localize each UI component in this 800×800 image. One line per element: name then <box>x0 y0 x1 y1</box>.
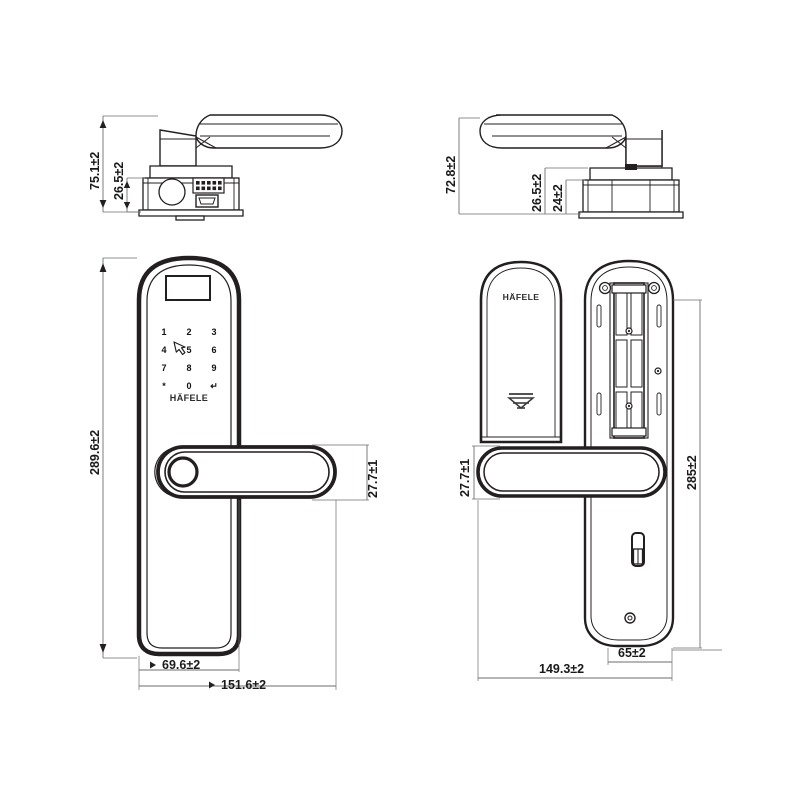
dimension-27-7-rear: 27.7±1 <box>458 445 500 500</box>
keypad-key-2[interactable]: 2 <box>186 327 191 337</box>
dimension-label-26-5-front: 26.5±2 <box>112 162 126 200</box>
view-rear-mechanism-panel: 27.7±1 285±2 65±2 149.3±2 <box>458 259 722 681</box>
rear-escutcheon-base <box>578 167 684 219</box>
dimension-label-72-8: 72.8±2 <box>444 156 458 194</box>
display-window <box>165 275 211 301</box>
dimension-26-5-front: 26.5±2 <box>112 162 145 213</box>
battery-screw-holes <box>625 327 662 410</box>
keypad-key-5[interactable]: 5 <box>186 345 191 355</box>
battery-compartment-outer <box>609 282 649 439</box>
view-front-panel-elevation: 1 2 3 4 5 6 7 8 9 * 0 ↵ HÄFELE <box>88 255 380 692</box>
keypad-key-9[interactable]: 9 <box>211 363 216 373</box>
dimension-label-26-5-rear: 26.5±2 <box>530 174 544 212</box>
rear-lever-handle-elevation <box>476 446 667 498</box>
dimension-label-149-3: 149.3±2 <box>539 662 584 676</box>
view-top-right-rear-handle-profile: 72.8±2 26.5±2 24±2 <box>444 114 684 219</box>
dimension-label-24: 24±2 <box>551 184 565 212</box>
dimension-289-6: 289.6±2 <box>88 257 137 659</box>
dimension-label-27-7-rear: 27.7±1 <box>458 459 472 497</box>
lever-handle-detail-lines <box>160 123 338 149</box>
keypad-key-star[interactable]: * <box>162 381 166 391</box>
front-panel-logo: HÄFELE <box>170 393 208 403</box>
dimension-27-7-front: 27.7±1 <box>312 444 380 501</box>
rear-panel-side-slots <box>596 304 662 416</box>
dimension-65: 65±2 <box>607 646 722 665</box>
dimension-72-8: 72.8±2 <box>444 117 581 215</box>
rear-panel-fixing-screws <box>598 281 661 295</box>
dimension-label-75-1: 75.1±2 <box>88 152 102 190</box>
rear-spindle-tab <box>625 164 637 170</box>
keypad-key-7[interactable]: 7 <box>161 363 166 373</box>
dimension-149-3: 149.3±2 <box>477 500 673 681</box>
screw-hole <box>624 612 636 624</box>
cylinder-boss-circle <box>158 178 186 206</box>
front-panel-logo-text: HÄFELE <box>170 393 208 403</box>
keypad-key-enter[interactable]: ↵ <box>210 381 218 391</box>
dimension-151-6: 151.6±2 <box>138 500 337 692</box>
front-lever-handle <box>154 445 337 499</box>
dimension-label-27-7-front: 27.7±1 <box>366 460 380 498</box>
dimension-label-151-6: 151.6±2 <box>221 678 266 692</box>
dimension-285: 285±2 <box>673 299 702 649</box>
lever-handle-outline <box>159 114 343 167</box>
battery-contacts <box>611 284 647 437</box>
keypad-key-6[interactable]: 6 <box>211 345 216 355</box>
keypad-key-4[interactable]: 4 <box>161 345 166 355</box>
dimension-label-285: 285±2 <box>685 455 699 490</box>
dimension-label-289-6: 289.6±2 <box>88 430 102 475</box>
escutcheon-base-block <box>138 165 244 221</box>
rear-escutcheon-detail <box>583 180 679 212</box>
rear-cover-logo-text: HÄFELE <box>503 292 540 302</box>
rear-cover-inner <box>486 267 556 438</box>
view-rear-cover-plate: HÄFELE <box>479 260 563 444</box>
keypad-key-8[interactable]: 8 <box>186 363 191 373</box>
dimension-label-65: 65±2 <box>618 646 646 660</box>
dimension-69-6: 69.6±2 <box>138 500 240 672</box>
keypad-key-3[interactable]: 3 <box>211 327 216 337</box>
dimension-24: 24±2 <box>551 179 585 214</box>
nfc-wave-icon <box>506 393 536 409</box>
connector-terminal-block <box>192 177 225 208</box>
front-handle-spindle-circle <box>167 456 199 488</box>
keypad-key-0[interactable]: 0 <box>186 381 191 391</box>
dimension-26-5-rear: 26.5±2 <box>530 167 588 214</box>
hand-touch-cursor-icon <box>173 341 186 356</box>
view-top-left-front-handle-profile: 75.1±2 26.5±2 <box>88 114 343 221</box>
thumbturn-knob[interactable] <box>631 532 645 567</box>
keypad: 1 2 3 4 5 6 7 8 9 * 0 ↵ <box>161 327 217 391</box>
rear-lever-detail-lines <box>484 123 663 168</box>
keypad-key-1[interactable]: 1 <box>161 327 166 337</box>
dimension-label-69-6: 69.6±2 <box>162 658 200 672</box>
dimension-75-1: 75.1±2 <box>88 115 158 213</box>
